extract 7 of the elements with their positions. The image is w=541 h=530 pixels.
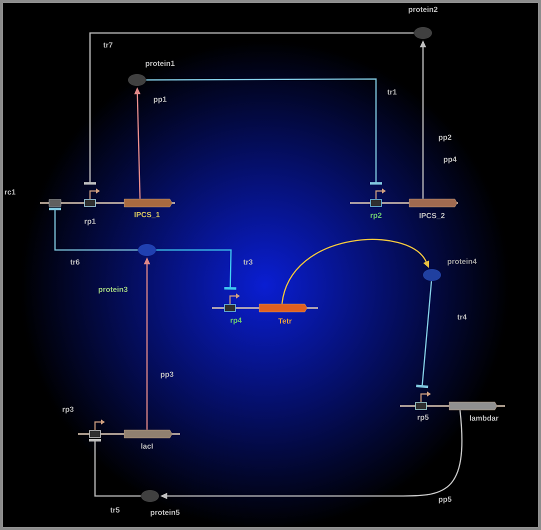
arrow bbox=[89, 439, 141, 497]
arrow bbox=[146, 78, 382, 185]
arrow bbox=[281, 238, 430, 304]
arrow bbox=[416, 281, 432, 388]
arrow bbox=[84, 32, 414, 185]
arrow bbox=[49, 208, 138, 251]
arrow bbox=[156, 249, 236, 290]
